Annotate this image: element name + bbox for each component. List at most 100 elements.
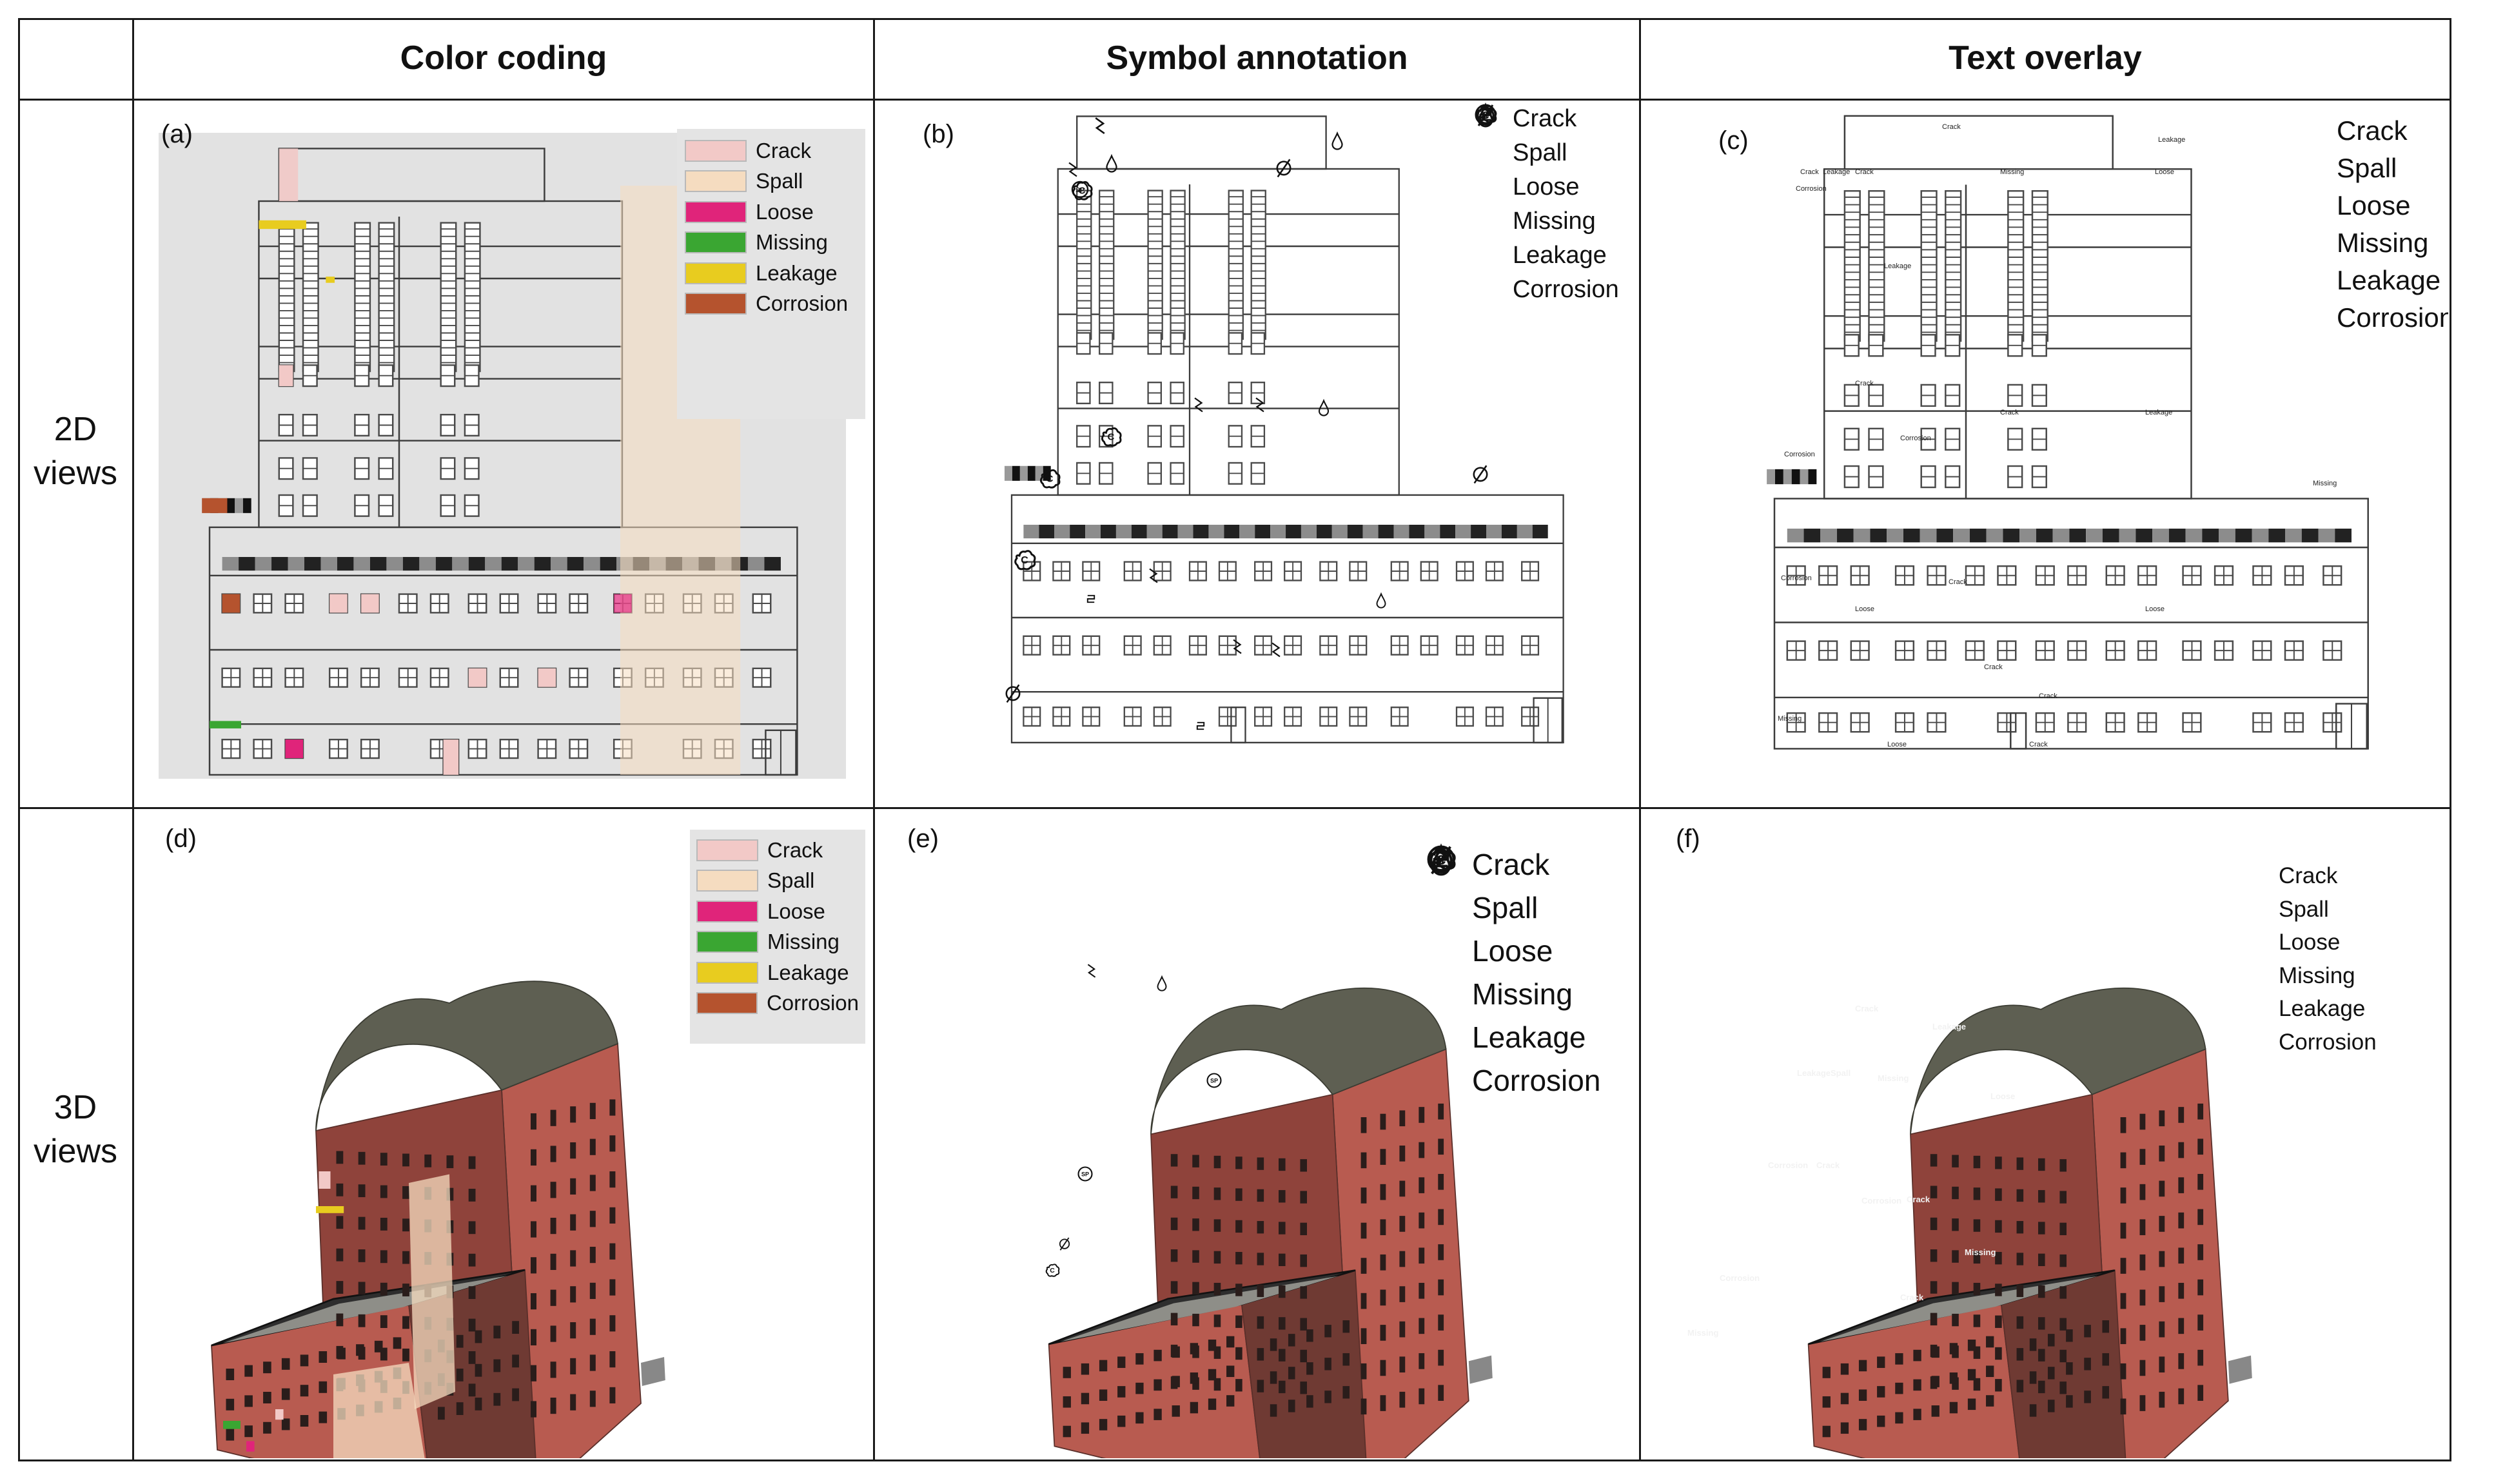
window — [1279, 1222, 1286, 1235]
corrosion-symbol-text: C — [1046, 474, 1054, 485]
cornice-block — [1870, 529, 1887, 543]
overlay-label: Corrosion — [1900, 434, 1931, 442]
overlay-label: Missing — [1778, 715, 1802, 723]
crack-mark — [275, 1409, 284, 1420]
podium-roof-deck — [1060, 1276, 1339, 1342]
window — [1952, 1250, 1959, 1263]
window — [1438, 1138, 1444, 1155]
window — [1288, 1400, 1295, 1412]
corrosion-symbol-text: C — [1021, 555, 1028, 566]
window — [589, 1102, 596, 1119]
window — [1930, 1186, 1938, 1198]
window — [380, 1347, 388, 1361]
legend-item-missing: Missing — [1473, 104, 1638, 239]
lower-block — [208, 526, 798, 776]
window — [1081, 1363, 1090, 1375]
window — [1419, 1107, 1425, 1123]
corrosion-mark — [222, 594, 241, 613]
window — [2120, 1117, 2126, 1133]
window — [1324, 1325, 1331, 1338]
legend-label-missing: Missing — [2337, 228, 2429, 258]
window — [609, 1099, 616, 1116]
window — [1192, 1313, 1199, 1327]
legend-label-corrosion: Corrosion — [756, 291, 849, 316]
legend-swatch-leakage — [696, 961, 758, 984]
overlay-label: Crack — [1816, 1160, 1840, 1170]
window — [1973, 1155, 1981, 1169]
legend-swatch-missing — [696, 931, 758, 953]
window — [2120, 1152, 2126, 1169]
corrosion-symbol-text: C — [1108, 432, 1115, 443]
window — [358, 1151, 366, 1165]
window — [589, 1138, 596, 1155]
window — [337, 1347, 346, 1360]
cornice-block — [369, 557, 387, 571]
cornice-block — [764, 557, 781, 571]
window — [244, 1395, 253, 1407]
cornice-block — [1162, 525, 1178, 539]
droplet-icon — [1157, 975, 1167, 991]
window — [424, 1154, 432, 1167]
zigzag-icon — [1233, 639, 1242, 654]
cornice-block — [1286, 525, 1301, 539]
cornice-block — [2052, 529, 2070, 543]
window — [1279, 1285, 1286, 1298]
legend-label-missing: Missing — [756, 230, 828, 255]
window — [1279, 1253, 1286, 1266]
window — [1213, 1219, 1221, 1232]
overlay-label: Crack — [1942, 123, 1961, 131]
window — [446, 1187, 454, 1201]
window — [2159, 1180, 2165, 1197]
ledge-block — [1791, 469, 1800, 485]
legend-label-spall: Spall — [767, 868, 815, 893]
droplet-icon — [1318, 398, 1330, 416]
window — [1399, 1180, 1406, 1197]
window — [1419, 1177, 1425, 1193]
c-cloud-icon: C — [1040, 469, 1061, 489]
cornice-block — [551, 557, 567, 571]
window — [2178, 1142, 2185, 1158]
window — [1840, 1363, 1849, 1375]
window — [570, 1394, 576, 1411]
window — [2197, 1244, 2204, 1260]
facade-elevation — [1767, 115, 2369, 750]
window — [2178, 1282, 2185, 1299]
window — [1986, 1336, 1994, 1348]
window — [512, 1321, 519, 1334]
window — [1172, 1376, 1180, 1387]
entrance-door — [2335, 703, 2368, 750]
window — [1419, 1318, 1425, 1334]
cornice-block — [2185, 529, 2203, 543]
cornice-block — [1853, 529, 1871, 543]
window — [244, 1365, 253, 1377]
window — [2120, 1363, 2126, 1380]
c-cloud-icon: C — [1101, 427, 1122, 447]
cornice-block — [1424, 525, 1440, 539]
droplet-icon — [1478, 102, 1493, 128]
cornice-block — [435, 557, 453, 571]
cornice-block — [1903, 529, 1920, 543]
window — [2197, 1349, 2204, 1366]
window — [1192, 1250, 1199, 1263]
window — [2178, 1107, 2185, 1123]
bracket-icon — [1196, 721, 1205, 730]
cornice-block — [1936, 529, 1954, 543]
window — [1945, 190, 1962, 342]
cornice-block — [222, 557, 239, 571]
cornice-block — [2136, 529, 2153, 543]
window — [589, 1175, 596, 1191]
window — [2120, 1398, 2126, 1415]
legend-item-loose: Loose — [696, 896, 859, 927]
window — [1931, 1376, 1940, 1387]
window — [589, 1211, 596, 1227]
table-border-col3 — [1639, 18, 1641, 1461]
window — [1226, 1336, 1235, 1348]
cornice-block — [1409, 525, 1425, 539]
cornice-block — [1070, 525, 1086, 539]
window — [1419, 1142, 1425, 1158]
window — [1840, 1392, 1849, 1405]
c-cloud-icon: C — [1428, 846, 1456, 874]
